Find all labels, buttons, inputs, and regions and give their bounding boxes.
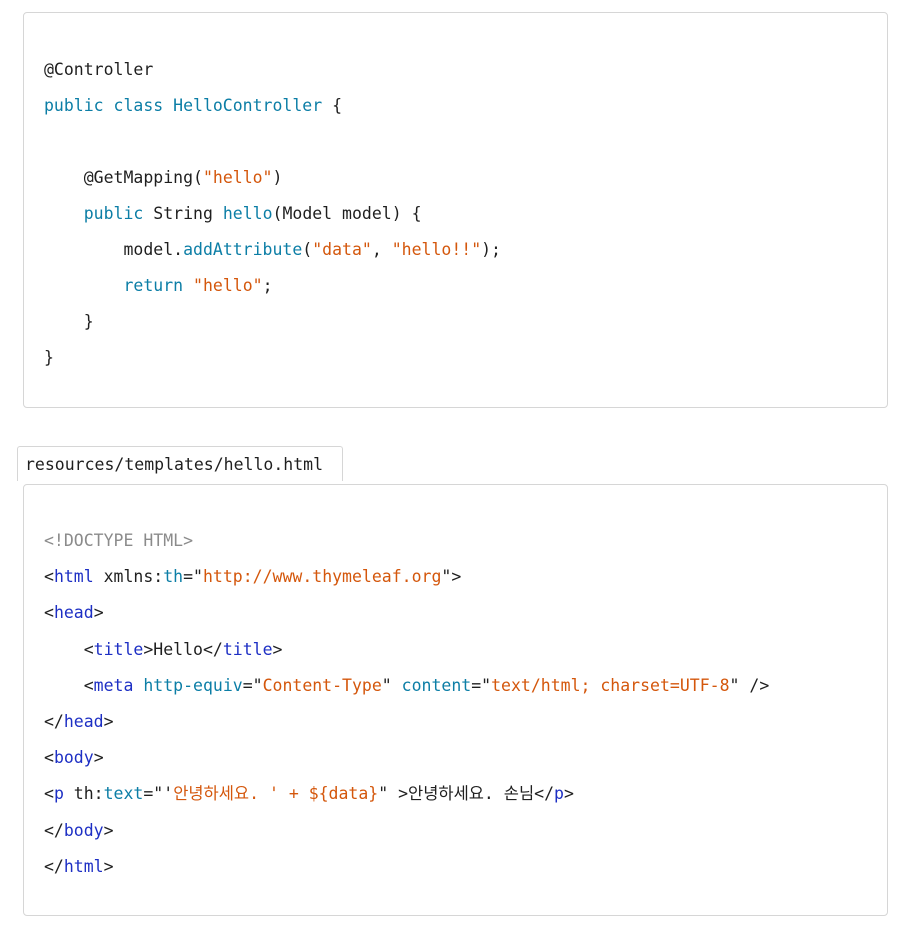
code-token: { bbox=[322, 96, 343, 115]
code-token: > bbox=[93, 603, 104, 623]
code-line: </head> bbox=[44, 712, 114, 732]
code-line: <meta http-equiv="Content-Type" content=… bbox=[44, 675, 770, 696]
code-token: html bbox=[63, 856, 104, 876]
code-token: =" bbox=[183, 567, 203, 587]
code-token: public bbox=[83, 204, 144, 223]
code-token: </ bbox=[44, 820, 64, 840]
code-line: } bbox=[44, 312, 94, 332]
code-token: ( bbox=[302, 240, 313, 259]
code-token: > bbox=[272, 639, 283, 659]
code-line: public String hello(Model model) { bbox=[44, 204, 422, 224]
code-token: " bbox=[381, 675, 402, 695]
code-line: <title>Hello</title> bbox=[44, 639, 283, 660]
code-line: model.addAttribute("data", "hello!!"); bbox=[44, 240, 501, 260]
code-token bbox=[183, 276, 193, 295]
code-token: =" bbox=[242, 675, 263, 695]
code-token: 안녕하세요. ' + ${data} bbox=[173, 784, 379, 804]
code-line: } bbox=[44, 348, 54, 368]
code-token: title bbox=[222, 639, 273, 659]
code-token: @Controller bbox=[44, 60, 154, 79]
code-token: return bbox=[123, 276, 184, 295]
code-line: <html xmlns:th="http://www.thymeleaf.org… bbox=[44, 567, 461, 587]
code-token: > bbox=[563, 784, 574, 804]
code-token: public class bbox=[44, 96, 174, 115]
code-token: text/html; charset=UTF-8 bbox=[491, 675, 730, 695]
code-token: < bbox=[44, 784, 54, 804]
code-line: <!DOCTYPE HTML> bbox=[44, 531, 193, 551]
code-token: html bbox=[53, 567, 94, 587]
code-token: body bbox=[63, 820, 104, 840]
code-token: "> bbox=[441, 567, 462, 587]
code-token: th: bbox=[63, 784, 104, 804]
code-token: } bbox=[44, 312, 94, 331]
code-token: < bbox=[44, 603, 54, 623]
code-token: content bbox=[401, 675, 472, 695]
code-token: p bbox=[53, 784, 64, 804]
code-token: p bbox=[554, 784, 564, 804]
code-token: "hello!!" bbox=[391, 240, 482, 259]
code-token: Content-Type bbox=[262, 675, 382, 695]
code-token: "data" bbox=[312, 240, 372, 259]
code-token: ; bbox=[262, 276, 273, 295]
code-token: =" bbox=[471, 675, 492, 695]
code-token: } bbox=[44, 348, 54, 367]
code-token: head bbox=[63, 712, 104, 731]
code-token: >Hello</ bbox=[143, 639, 223, 659]
code-line: return "hello"; bbox=[44, 276, 273, 296]
code-token: </ bbox=[44, 712, 64, 731]
code-token: > bbox=[103, 712, 114, 731]
code-line: @Controller bbox=[44, 60, 153, 80]
html-code-block: <!DOCTYPE HTML><html xmlns:th="http://ww… bbox=[23, 484, 888, 916]
code-token: meta bbox=[93, 675, 134, 695]
code-token: HelloController bbox=[173, 96, 323, 115]
code-token: > bbox=[103, 820, 114, 840]
code-token: > bbox=[93, 748, 104, 768]
code-token: th bbox=[163, 567, 184, 587]
code-token: ); bbox=[481, 240, 501, 259]
code-token: String bbox=[143, 204, 223, 223]
code-token: < bbox=[44, 567, 54, 587]
code-token: < bbox=[44, 748, 54, 768]
file-name-tab: resources/templates/hello.html bbox=[17, 446, 343, 481]
code-token bbox=[44, 276, 123, 295]
code-token: text bbox=[103, 784, 144, 804]
code-token bbox=[44, 204, 84, 223]
code-token: http-equiv bbox=[143, 675, 243, 695]
code-token: </ bbox=[44, 856, 64, 876]
code-token: xmlns: bbox=[93, 567, 164, 587]
code-token: < bbox=[44, 639, 94, 659]
code-token: head bbox=[53, 603, 94, 623]
code-token: "hello" bbox=[193, 276, 263, 295]
code-line: <head> bbox=[44, 603, 104, 623]
code-line: </html> bbox=[44, 857, 114, 877]
code-line: <body> bbox=[44, 748, 104, 768]
code-token: body bbox=[53, 748, 94, 768]
code-token: < bbox=[44, 675, 94, 695]
code-token: , bbox=[371, 240, 392, 259]
code-line: @GetMapping("hello") bbox=[44, 168, 283, 188]
code-token: hello bbox=[222, 204, 273, 223]
code-token bbox=[133, 676, 143, 695]
code-token: "hello" bbox=[202, 168, 273, 187]
code-line: </body> bbox=[44, 821, 114, 841]
code-token: http://www.thymeleaf.org bbox=[202, 567, 442, 587]
code-token: addAttribute bbox=[183, 240, 303, 259]
code-token: model. bbox=[44, 240, 184, 259]
code-token: <!DOCTYPE HTML> bbox=[44, 531, 194, 550]
code-token: " >안녕하세요. 손님</ bbox=[378, 784, 555, 804]
java-code-block: @Controller public class HelloController … bbox=[23, 12, 888, 408]
code-token: > bbox=[103, 856, 114, 876]
code-token: title bbox=[93, 639, 144, 659]
code-token: ) bbox=[272, 168, 283, 187]
code-token: " /> bbox=[729, 675, 770, 695]
code-token: ="' bbox=[143, 784, 174, 804]
code-line: <p th:text="'안녕하세요. ' + ${data}" >안녕하세요.… bbox=[44, 784, 574, 804]
code-token: @GetMapping( bbox=[44, 168, 203, 187]
code-token: (Model model) { bbox=[272, 204, 422, 223]
code-line: public class HelloController { bbox=[44, 96, 342, 116]
